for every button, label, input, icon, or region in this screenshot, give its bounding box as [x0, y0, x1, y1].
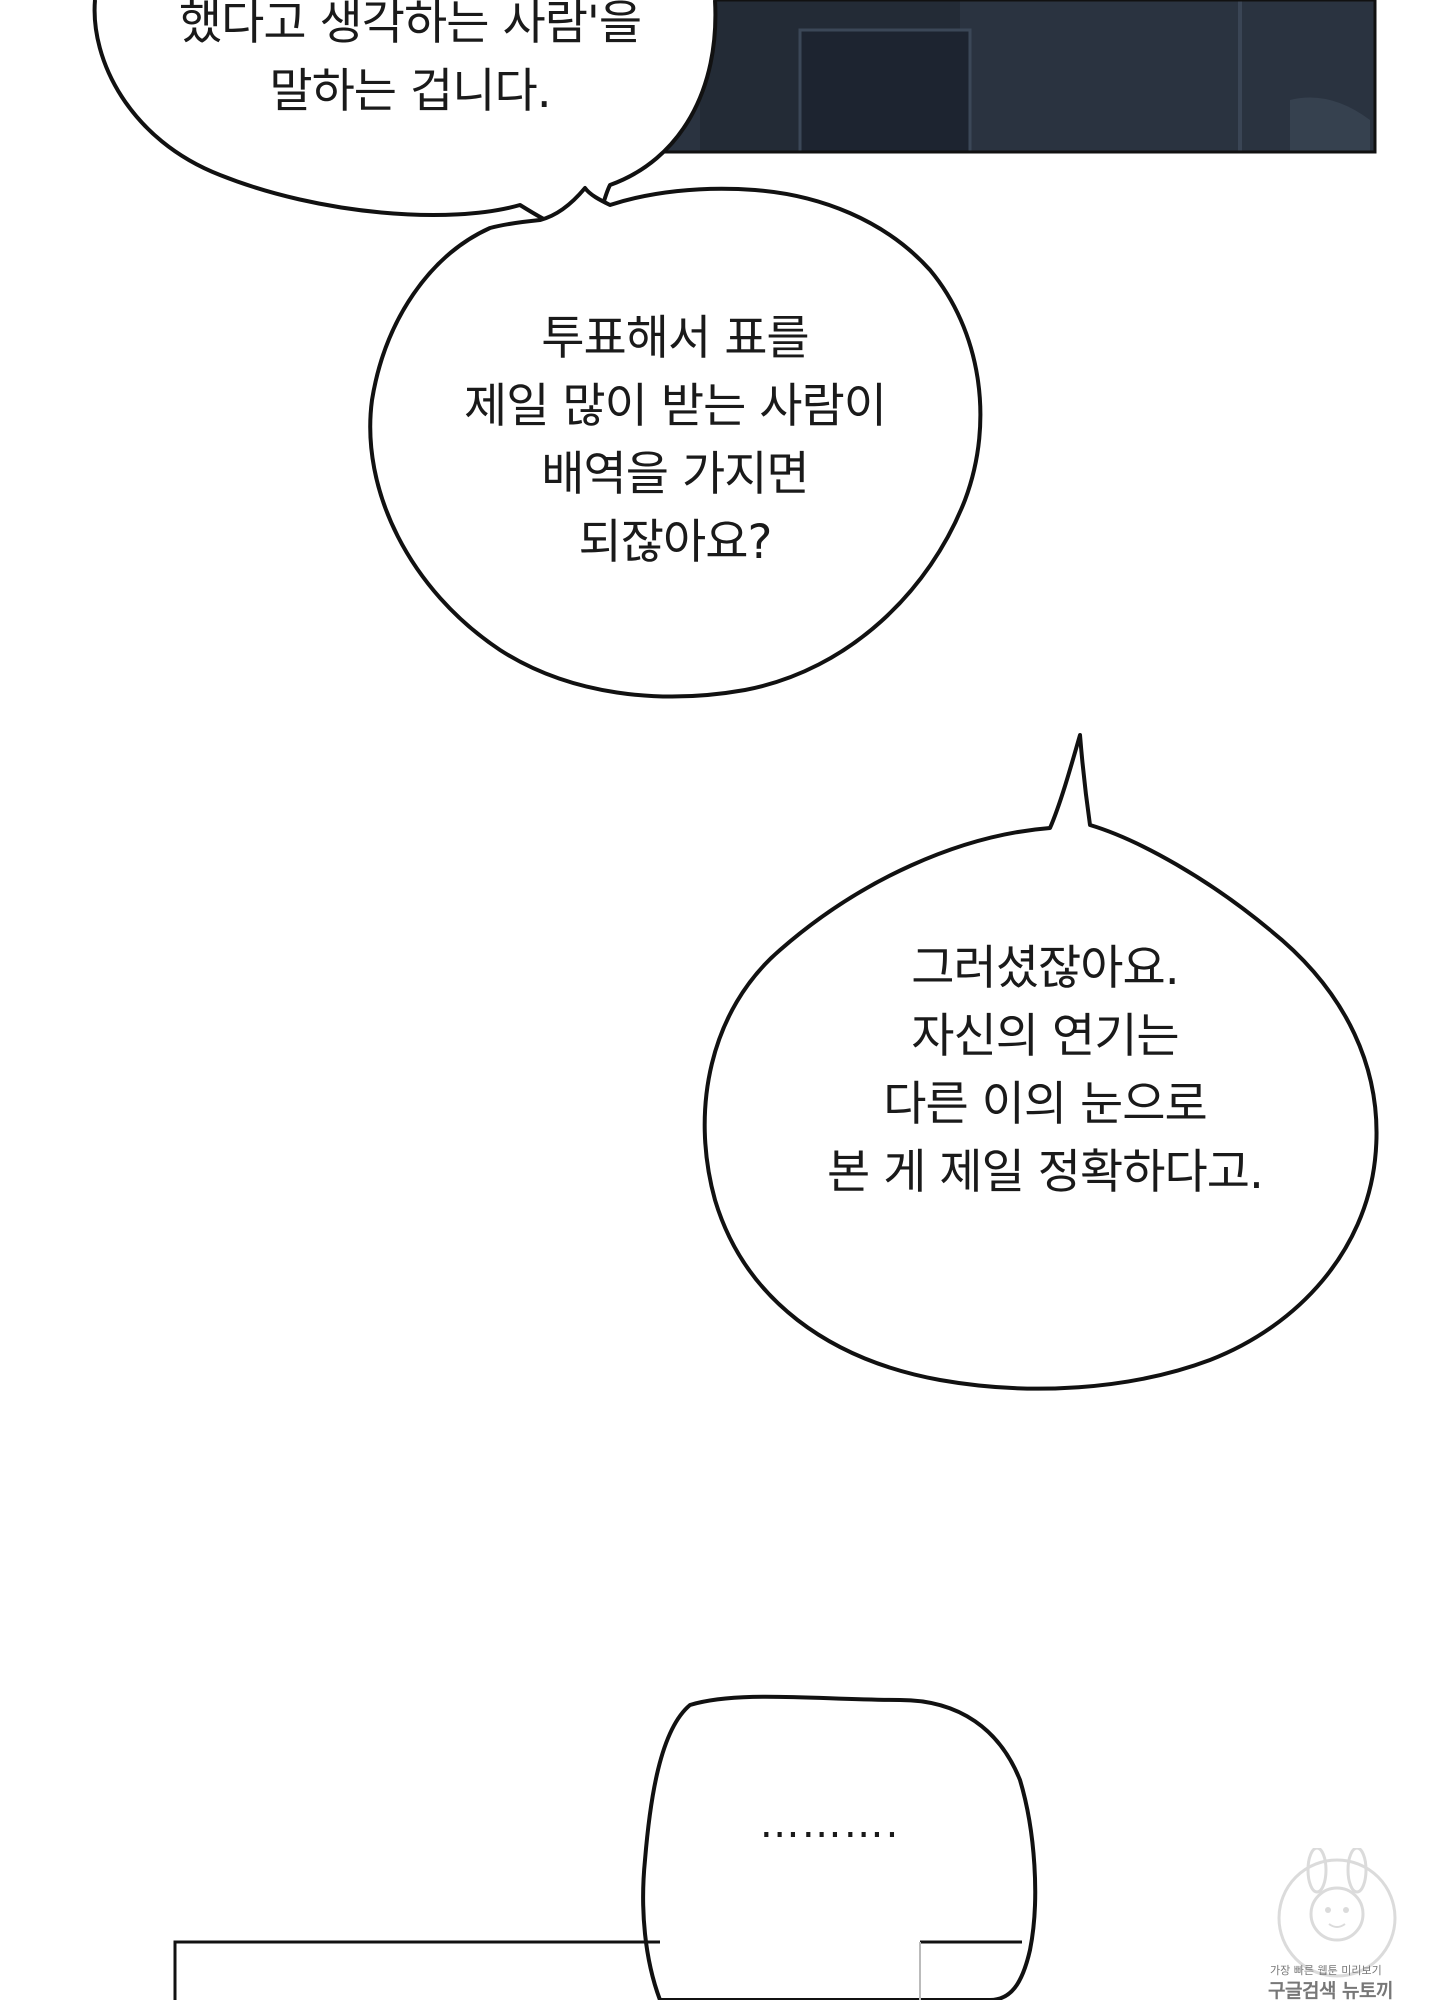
- bubble-line: 했다고 생각하는 사람'을: [178, 0, 642, 51]
- dark-panel-top-right: [653, 0, 1377, 154]
- bubble-line: 되잖아요?: [578, 515, 773, 571]
- bubble-line: 말하는 겁니다.: [269, 64, 551, 120]
- bubble-line: ……….: [759, 1801, 901, 1847]
- watermark-logo-icon: [1277, 1848, 1397, 1978]
- bubble-line: 다른 이의 눈으로: [883, 1077, 1208, 1133]
- speech-bubble-middle: [368, 186, 983, 699]
- bubble-text-right: 그러셨잖아요. 자신의 연기는 다른 이의 눈으로 본 게 제일 정확하다고.: [750, 935, 1340, 1208]
- panel-frame-bottom: [173, 1940, 1022, 2000]
- bubble-line: 배역을 가지면: [541, 447, 809, 503]
- bubble-text-top: 했다고 생각하는 사람'을 말하는 겁니다.: [140, 0, 680, 126]
- bubble-line: 투표해서 표를: [541, 311, 809, 366]
- bubble-line: 자신의 연기는: [911, 1009, 1179, 1065]
- watermark-tagline: 가장 빠른 웹툰 미리보기: [1270, 1964, 1382, 1977]
- watermark-title: 구글검색 뉴토끼: [1268, 1980, 1393, 2002]
- bubble-text-bottom: ……….: [720, 1795, 940, 1853]
- bubble-line: 그러셨잖아요.: [911, 941, 1179, 996]
- bubble-text-middle: 투표해서 표를 제일 많이 받는 사람이 배역을 가지면 되잖아요?: [395, 305, 955, 578]
- speech-bubble-right: [702, 733, 1379, 1391]
- speech-bubble-top: [92, 0, 718, 239]
- speech-bubble-bottom: [641, 1694, 1038, 2000]
- bubble-line: 본 게 제일 정확하다고.: [827, 1145, 1264, 1201]
- bubble-line: 제일 많이 받는 사람이: [464, 379, 887, 435]
